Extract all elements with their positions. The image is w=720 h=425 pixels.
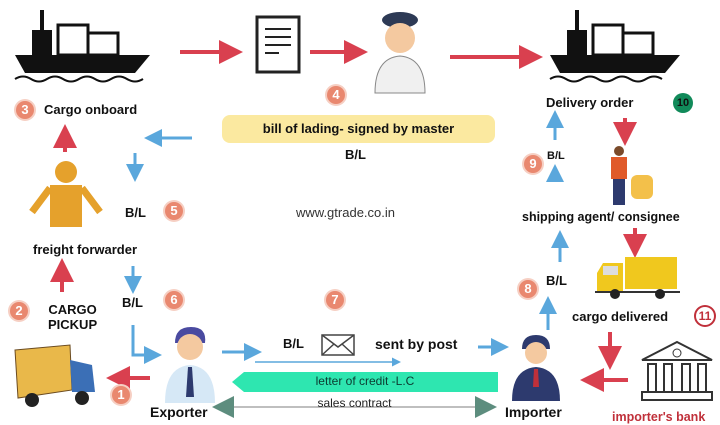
step-10-badge: 10 xyxy=(673,93,693,113)
bl-label-6: B/L xyxy=(122,295,143,310)
step-2-badge: 2 xyxy=(10,302,28,320)
bl-label-9: B/L xyxy=(547,150,565,162)
step-8-badge: 8 xyxy=(519,280,537,298)
step-11-badge: 11 xyxy=(696,307,714,325)
exporter-label: Exporter xyxy=(150,404,208,420)
delivery-order-label: Delivery order xyxy=(546,95,634,110)
freight-forwarder-icon xyxy=(29,161,103,227)
step-3-badge: 3 xyxy=(16,101,34,119)
shipping-agent-icon xyxy=(611,146,653,205)
document-icon xyxy=(255,15,301,74)
website-text: www.gtrade.co.in xyxy=(296,205,395,220)
envelope-icon xyxy=(321,334,355,356)
letter-of-credit-label: letter of credit -L.C xyxy=(315,374,415,388)
step-7-badge: 7 xyxy=(326,291,344,309)
sent-by-post-label: sent by post xyxy=(375,336,458,352)
letter-of-credit-arrow xyxy=(232,372,498,392)
exporter-icon xyxy=(165,327,215,403)
shipping-agent-label: shipping agent/ consignee xyxy=(522,210,680,224)
bl-label-master: B/L xyxy=(345,147,366,162)
sales-contract-arrow xyxy=(212,396,497,418)
bill-of-lading-label: bill of lading- signed by master xyxy=(222,115,495,143)
importers-bank-label: importer's bank xyxy=(612,410,706,424)
importer-label: Importer xyxy=(505,404,562,420)
bl-label-5: B/L xyxy=(125,205,146,220)
delivery-truck-icon xyxy=(595,257,680,299)
step-5-badge: 5 xyxy=(165,202,183,220)
cargo-delivered-label: cargo delivered xyxy=(572,309,669,324)
step-6-badge: 6 xyxy=(165,291,183,309)
arrow-to-exporter xyxy=(131,325,162,364)
bank-icon xyxy=(641,340,713,401)
ship-master-icon xyxy=(374,12,426,94)
step-4-badge: 4 xyxy=(327,86,345,104)
cargo-onboard-label: Cargo onboard xyxy=(44,102,138,117)
freight-forwarder-label: freight forwarder xyxy=(33,242,138,257)
importer-icon xyxy=(512,335,560,401)
bl-label-7: B/L xyxy=(283,336,304,351)
bl-label-8: B/L xyxy=(546,273,567,288)
sales-contract-label: sales contract xyxy=(317,396,392,410)
ship-left-icon xyxy=(14,10,150,83)
ship-right-icon xyxy=(549,10,680,83)
cargo-truck-icon xyxy=(14,344,95,407)
step-9-badge: 9 xyxy=(524,155,542,173)
step-1-badge: 1 xyxy=(112,386,130,404)
